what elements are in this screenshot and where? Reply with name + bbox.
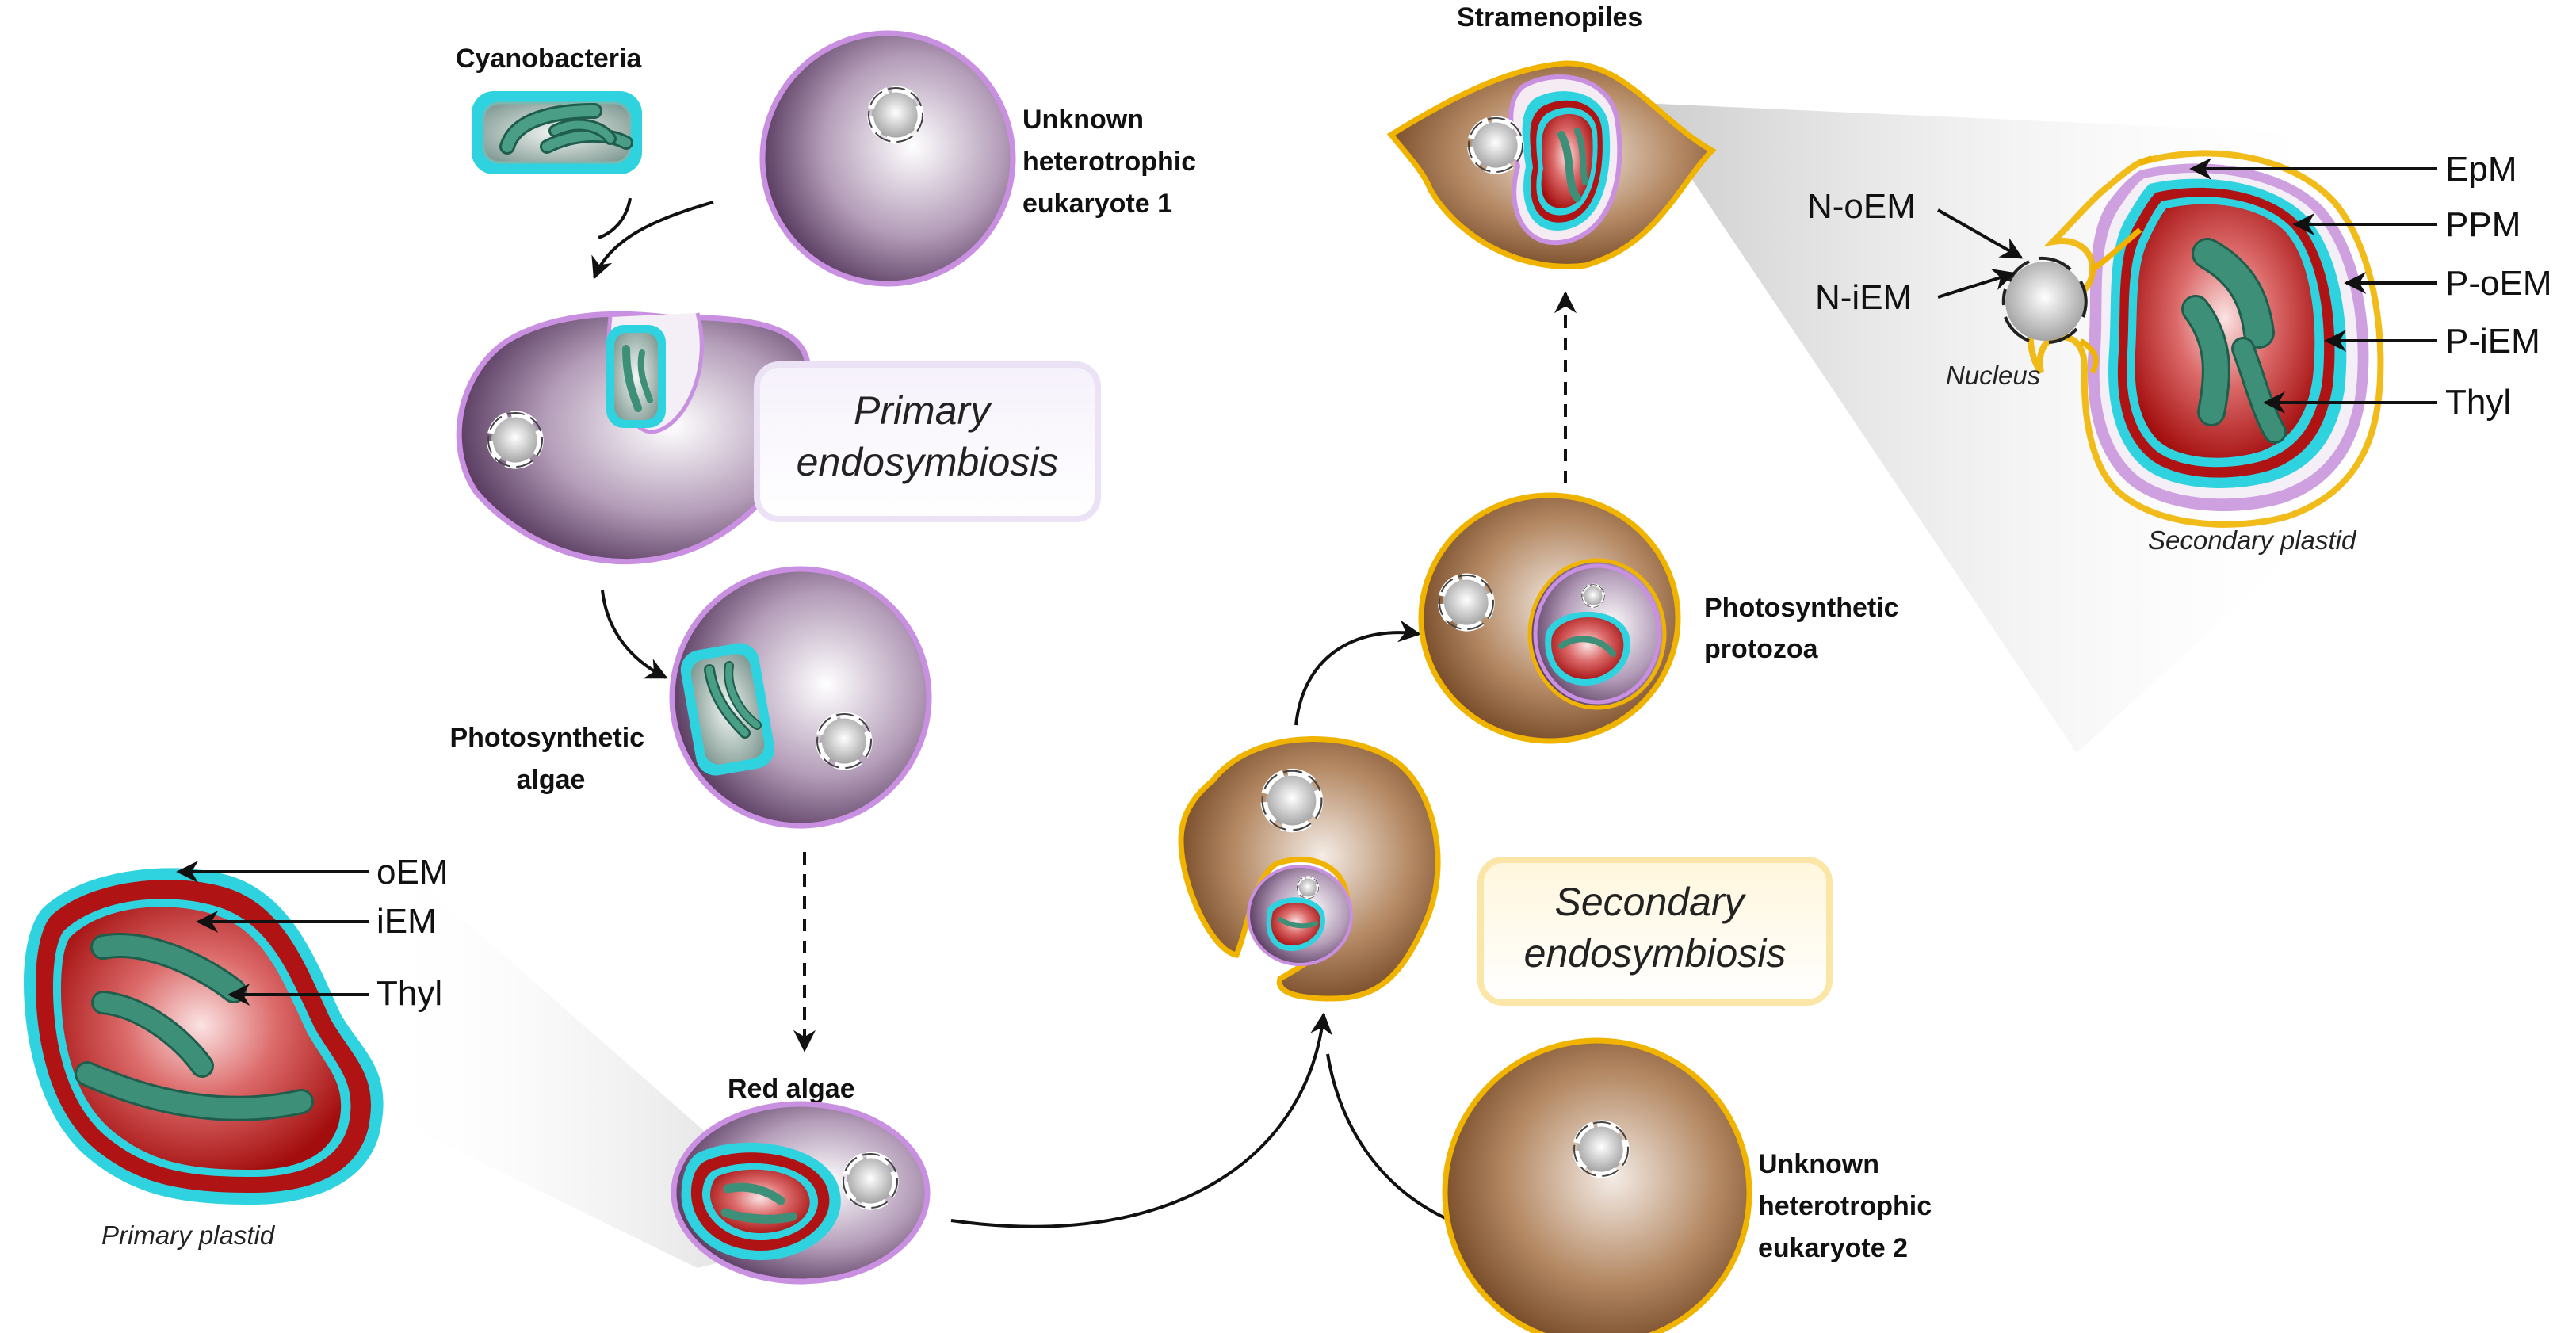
- heterotroph-2-label: Unknown heterotrophic eukaryote 2: [1758, 1149, 1940, 1263]
- oEM-label: oEM: [376, 853, 448, 892]
- cyanobacterium: [472, 91, 642, 174]
- stramenopiles-label: Stramenopiles: [1457, 2, 1642, 32]
- heterotroph-1-label: Unknown heterotrophic eukaryote 1: [1022, 105, 1204, 219]
- P-oEM-label: P-oEM: [2445, 264, 2551, 303]
- P-iEM-label: P-iEM: [2445, 322, 2540, 361]
- heterotrophic-eukaryote-2-cell: [1442, 1037, 1752, 1333]
- svg-text:Primary endosymbiosis: Primary endosymbiosis: [797, 388, 1059, 484]
- primary-plastid-detail: [24, 868, 384, 1205]
- PPM-label: PPM: [2445, 205, 2521, 244]
- arrow-to-algae: [601, 590, 668, 679]
- primary-plastid-caption: Primary plastid: [101, 1220, 276, 1250]
- thyl-label-primary: Thyl: [376, 974, 442, 1013]
- red-algae-label: Red algae: [728, 1074, 855, 1104]
- engulfing-cell-primary: [456, 311, 815, 565]
- secondary-plastid-caption: Secondary plastid: [2148, 525, 2357, 555]
- arrow-host2-to-secondary: [1326, 1053, 1451, 1222]
- n-oEM-label: N-oEM: [1807, 187, 1916, 226]
- nucleus-label: Nucleus: [1946, 361, 2040, 390]
- n-iEM-label: N-iEM: [1815, 278, 1912, 317]
- secondary-nucleus: [2001, 256, 2088, 344]
- arrow-engulf: [591, 201, 714, 280]
- red-algae-cell: [671, 1101, 931, 1285]
- secondary-endosymbiosis-box: Secondary endosymbiosis: [1477, 857, 1833, 1006]
- cyanobacteria-label: Cyanobacteria: [456, 44, 642, 74]
- svg-text:Secondary endosymbiosis: Secondary endosymbiosis: [1524, 880, 1787, 976]
- photosynthetic-algae-cell: [669, 566, 932, 829]
- photosynthetic-protozoa-label: Photosynthetic protozoa: [1704, 593, 1906, 664]
- engulfing-cell-secondary: [1178, 736, 1441, 1002]
- thyl-label-secondary: Thyl: [2445, 383, 2511, 422]
- arrow-to-protozoa: [1294, 620, 1421, 726]
- heterotrophic-eukaryote-1-cell: [759, 30, 1016, 287]
- EpM-label: EpM: [2445, 150, 2517, 189]
- photosynthetic-protozoa-cell: [1418, 492, 1681, 744]
- n-oEM-pointer: [1937, 208, 2024, 259]
- photosynthetic-algae-label: Photosynthetic algae: [449, 723, 652, 795]
- arrow-cyano-in: [598, 197, 632, 239]
- secondary-plastid-detail: [2027, 150, 2384, 528]
- iEM-label: iEM: [376, 902, 437, 941]
- arrow-red-to-secondary: [950, 1012, 1333, 1228]
- stramenopile-cell: [1386, 60, 1717, 269]
- primary-endosymbiosis-box: Primary endosymbiosis: [754, 361, 1101, 522]
- n-iEM-pointer: [1937, 269, 2016, 299]
